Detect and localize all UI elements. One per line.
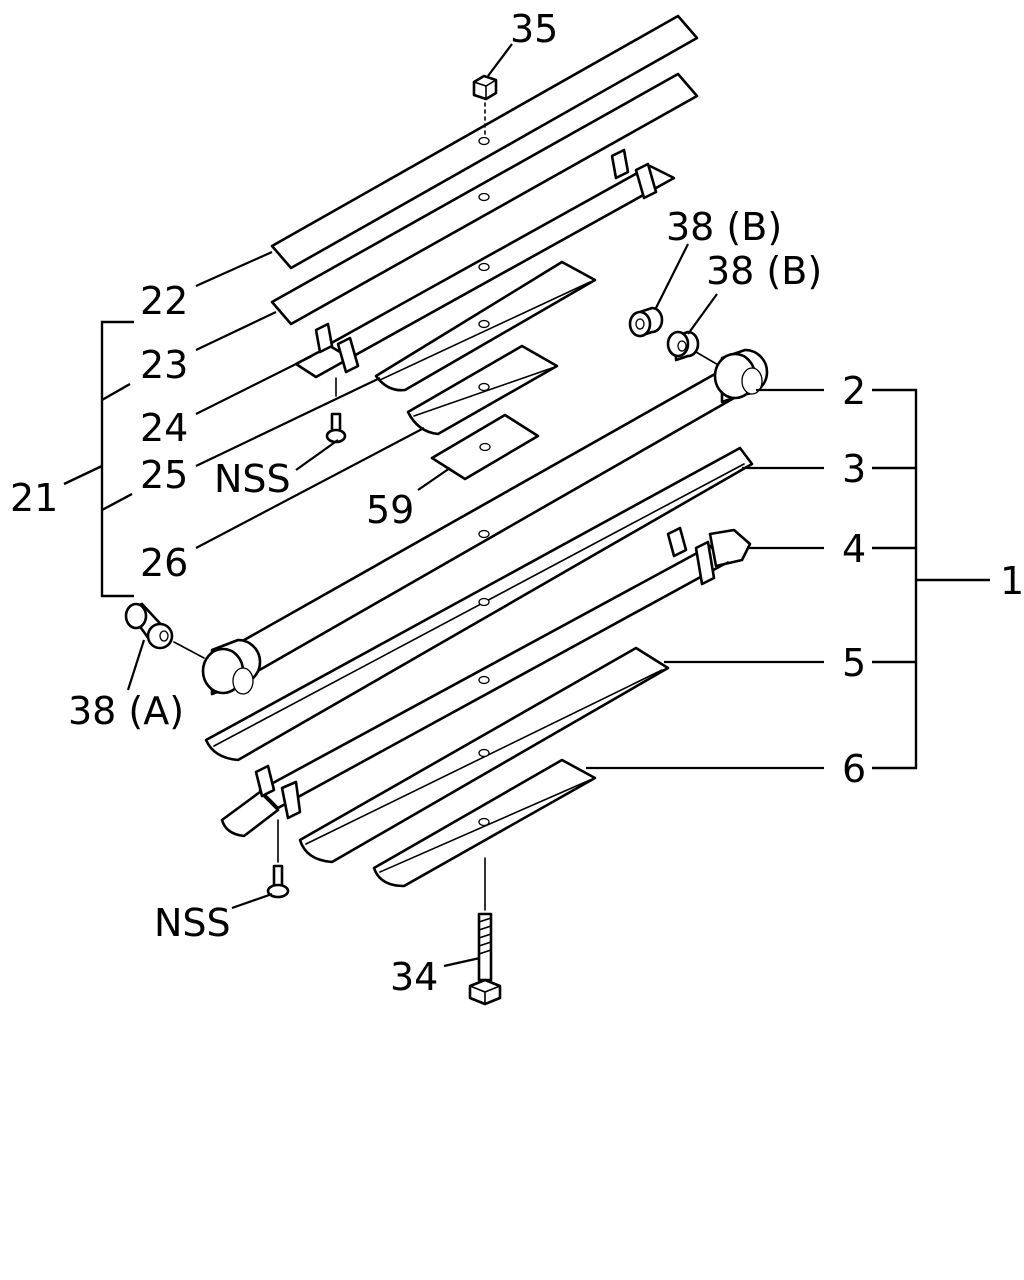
callout-4: 4 [842,527,866,571]
callout-6: 6 [842,747,866,791]
bushing-38b-2 [666,330,721,367]
callout-59: 59 [366,488,414,532]
bushing-38a [124,602,205,659]
main-leaf-2 [201,348,769,696]
leaf-22 [270,14,699,270]
callout-2: 2 [842,369,866,413]
leaf-23 [270,72,699,326]
bolt-nss-upper [325,412,347,444]
leaf-24 [294,148,676,397]
center-bolt-34 [468,857,502,1006]
callout-21: 21 [10,476,58,520]
callout-3: 3 [842,447,866,491]
callout-labels: 35 38 (B) 38 (B) 22 23 24 25 21 26 NSS 5… [10,7,1024,999]
callout-nss-top: NSS [214,457,291,501]
callout-22: 22 [140,279,188,323]
callout-1: 1 [1000,559,1024,603]
leaf-5 [298,646,670,864]
callout-24: 24 [140,406,188,450]
bolt-nss-lower [266,864,290,899]
leaf-6 [372,758,597,888]
callout-34: 34 [390,955,438,999]
nut-35 [472,74,498,135]
leaf-26 [406,344,559,436]
leaf-3 [204,446,754,762]
callout-26: 26 [140,541,188,585]
callout-38b-1: 38 (B) [666,205,782,249]
callout-5: 5 [842,641,866,685]
leaf-25 [374,260,597,392]
callout-38a: 38 (A) [68,689,184,733]
callout-35: 35 [510,7,558,51]
callout-38b-2: 38 (B) [706,249,822,293]
callout-25: 25 [140,453,188,497]
bushing-38b-1 [628,306,664,338]
callout-23: 23 [140,343,188,387]
spacer-59 [430,413,540,481]
leader-lines [63,43,990,968]
callout-nss-bottom: NSS [154,901,231,945]
leaf-4 [220,526,752,863]
